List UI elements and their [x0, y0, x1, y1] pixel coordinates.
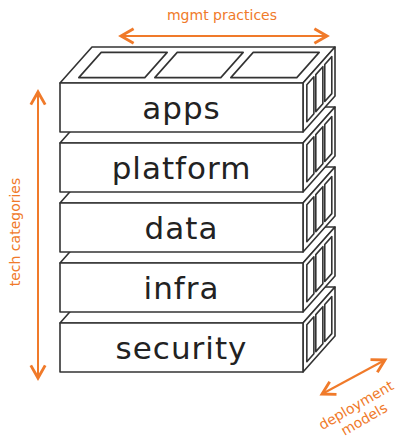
- slab-face: [316, 127, 323, 172]
- slab-face: [325, 57, 332, 102]
- slab-face: [316, 67, 323, 112]
- width-arrow: [121, 35, 327, 37]
- slab-face: [307, 197, 314, 242]
- height-arrow: [37, 92, 39, 378]
- slab-face: [60, 47, 335, 83]
- slab-face: [316, 247, 323, 292]
- slab-label: infra: [144, 270, 220, 306]
- category-slab: data: [60, 203, 303, 252]
- slab-face: [325, 237, 332, 282]
- slab-face: [325, 117, 332, 162]
- slab-face: [325, 177, 332, 222]
- slab-face: [307, 137, 314, 182]
- axis-label: mgmt practices: [167, 7, 277, 23]
- category-slab: platform: [60, 143, 303, 192]
- slab-face: [316, 307, 323, 352]
- slab-face: [307, 77, 314, 122]
- slab-face: [231, 52, 319, 77]
- slab-face: [60, 323, 303, 372]
- category-slab: security: [60, 323, 303, 372]
- slab-label: apps: [142, 90, 221, 126]
- slab-face: [79, 52, 167, 77]
- slab-face: [60, 143, 303, 192]
- slab-face: [325, 297, 332, 342]
- slab-face: [307, 257, 314, 302]
- slab-label: security: [116, 330, 248, 366]
- category-slab: infra: [60, 263, 303, 312]
- slab-face: [316, 187, 323, 232]
- slab-face: [155, 52, 243, 77]
- slab-face: [303, 47, 335, 132]
- slab-face: [60, 203, 303, 252]
- slab-label: platform: [112, 150, 252, 186]
- axis-label: deployment models: [310, 374, 409, 446]
- slab-face: [60, 263, 303, 312]
- slab-face: [60, 83, 303, 132]
- category-slab: apps: [60, 83, 303, 132]
- slab-label: data: [145, 210, 219, 246]
- slab-face: [307, 317, 314, 362]
- axis-label: tech categories: [7, 178, 23, 287]
